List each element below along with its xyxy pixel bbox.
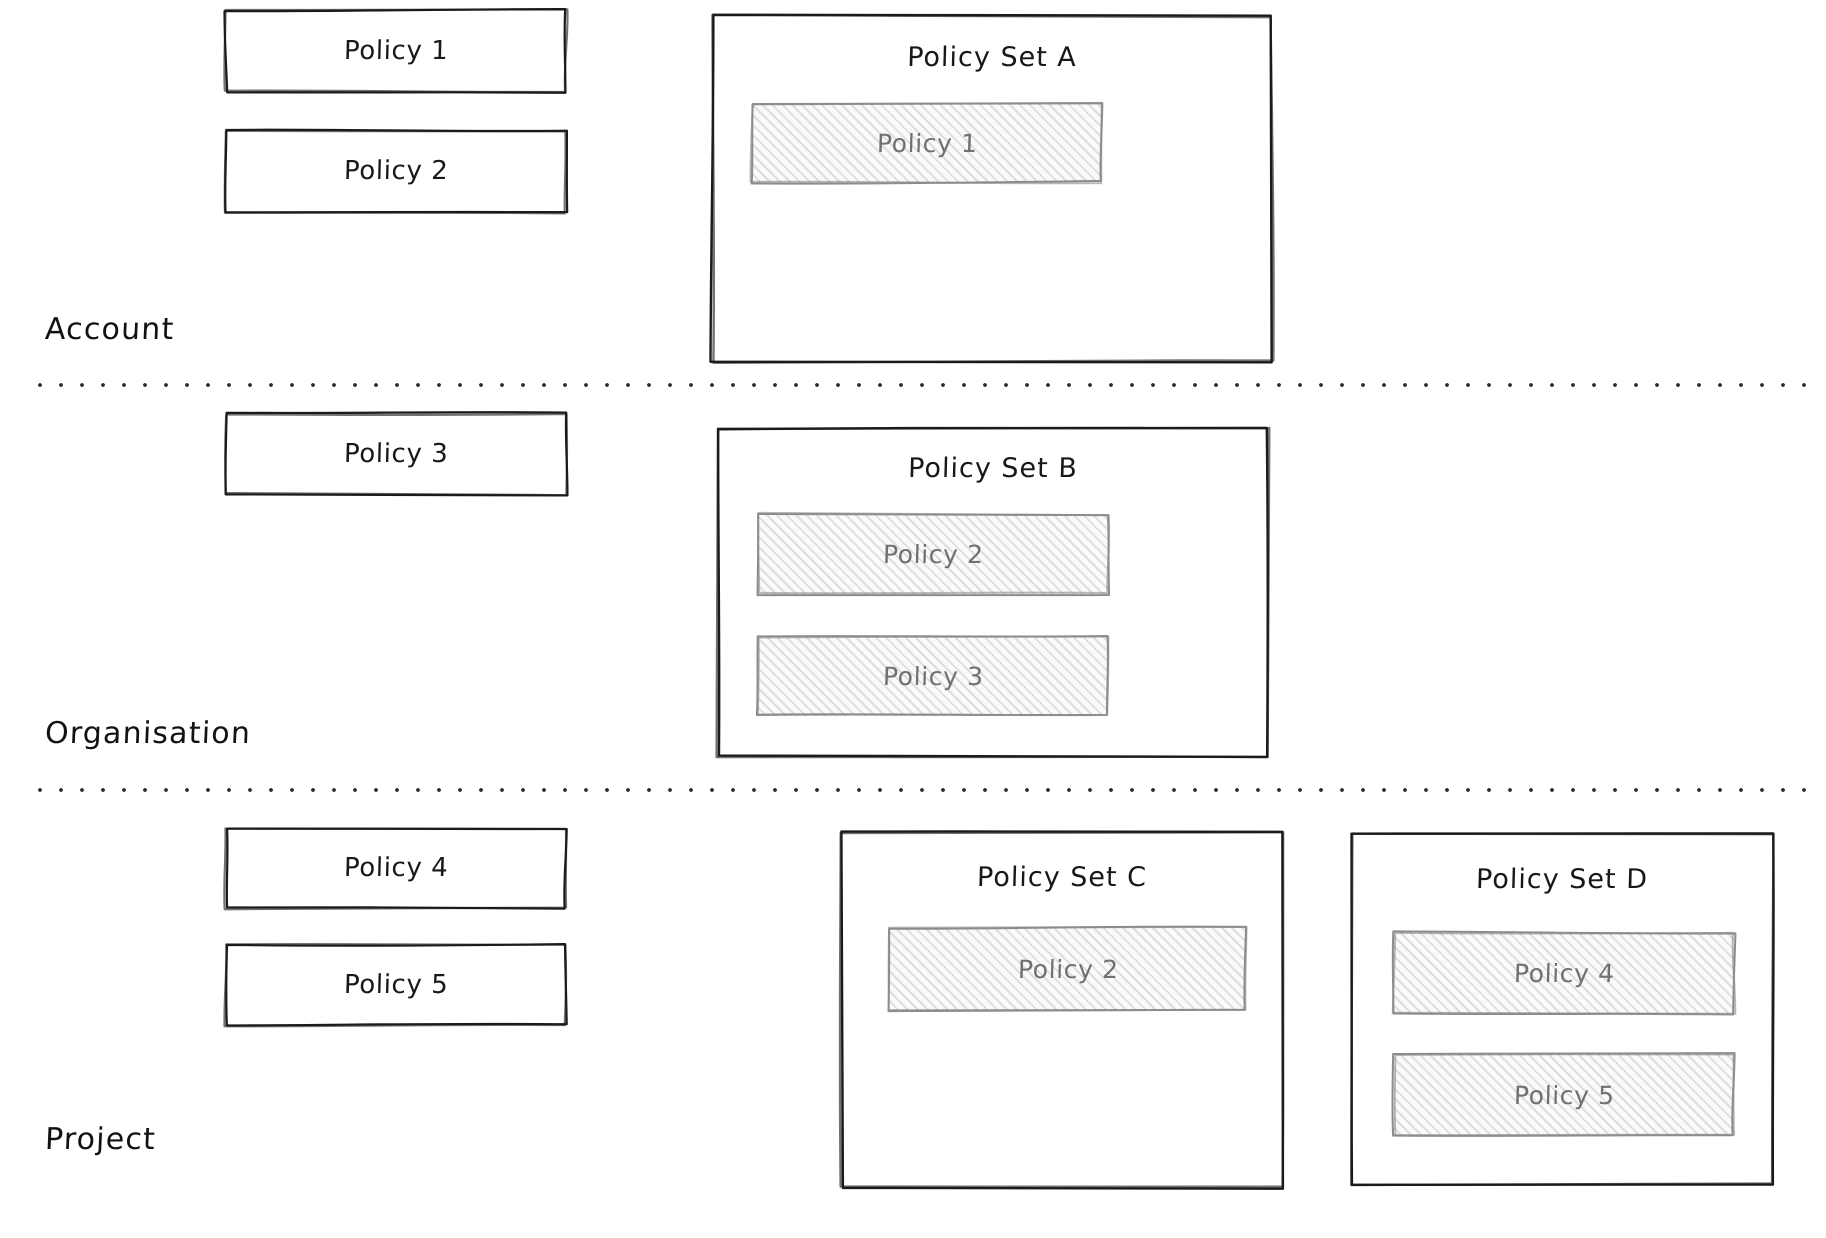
- policy-box-label: Policy 1: [343, 36, 449, 66]
- policy-set-title: Policy Set B: [907, 453, 1079, 484]
- policy-chip: Policy 5: [1391, 1052, 1736, 1137]
- policy-box: Policy 3: [224, 411, 569, 497]
- band-label-project: Project: [44, 1122, 157, 1157]
- policy-chip-label: Policy 5: [1513, 1080, 1615, 1110]
- policy-set-container: Policy Set D Policy 4 Policy 5: [1350, 832, 1775, 1187]
- policy-box: Policy 5: [223, 942, 568, 1028]
- band-divider-1: [38, 383, 1820, 388]
- policy-chip-label: Policy 3: [882, 661, 984, 691]
- policy-chip: Policy 2: [756, 511, 1111, 597]
- band-divider-2: [38, 788, 1820, 793]
- policy-chip-label: Policy 4: [1513, 958, 1615, 988]
- policy-chip: Policy 3: [755, 634, 1110, 717]
- policy-set-container: Policy Set A Policy 1: [709, 13, 1275, 365]
- policy-box: Policy 4: [223, 826, 568, 911]
- band-label-organisation: Organisation: [44, 716, 252, 751]
- policy-set-container: Policy Set B Policy 2 Policy 3: [715, 426, 1271, 759]
- policy-set-container: Policy Set C Policy 2: [838, 830, 1285, 1190]
- policy-box-label: Policy 5: [343, 970, 449, 1000]
- policy-chip-label: Policy 2: [1017, 954, 1119, 984]
- policy-box-label: Policy 4: [343, 853, 449, 883]
- policy-set-title: Policy Set A: [906, 42, 1078, 73]
- policy-chip-label: Policy 1: [876, 128, 978, 158]
- policy-chip: Policy 1: [749, 101, 1104, 185]
- policy-chip: Policy 4: [1391, 930, 1737, 1016]
- policy-set-title: Policy Set C: [976, 862, 1148, 893]
- policy-chip-label: Policy 2: [882, 539, 984, 569]
- policy-box: Policy 1: [223, 8, 569, 94]
- band-label-account: Account: [44, 312, 176, 347]
- policy-chip: Policy 2: [887, 925, 1248, 1013]
- policy-box-label: Policy 2: [343, 156, 449, 186]
- policy-set-title: Policy Set D: [1475, 864, 1649, 895]
- policy-box: Policy 2: [223, 128, 569, 215]
- policy-box-label: Policy 3: [343, 439, 449, 469]
